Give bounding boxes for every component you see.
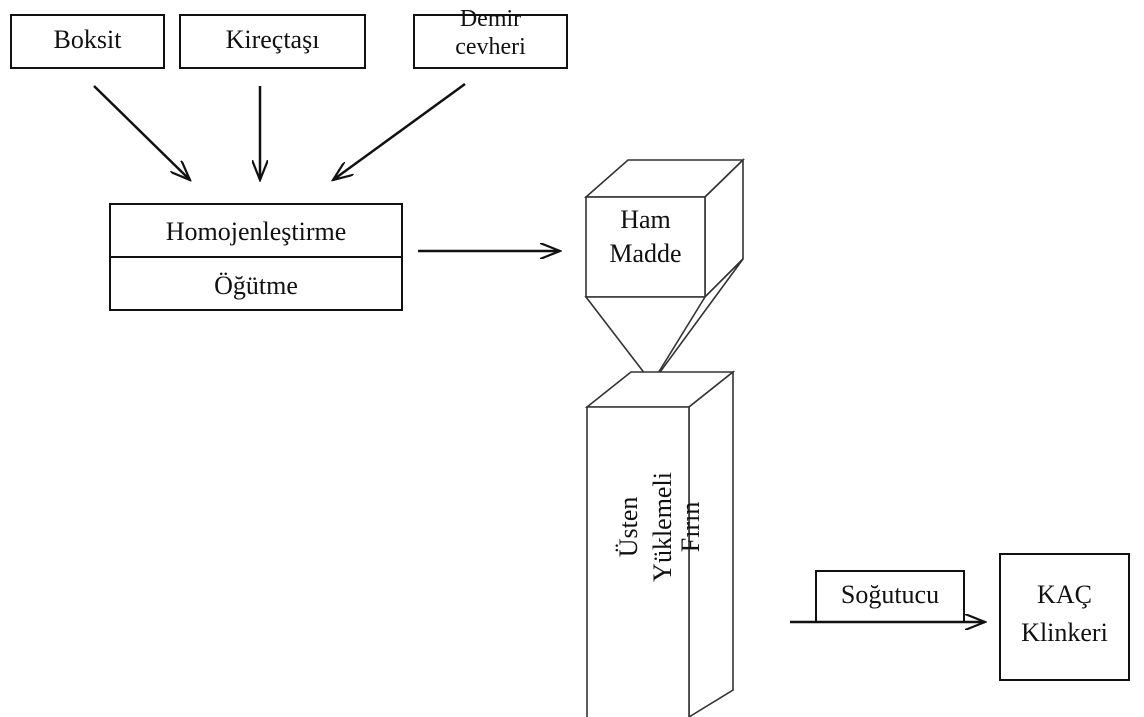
boksit-label: Boksit [53,25,122,54]
kirectasi-box [179,14,366,69]
hopper-label-2: Madde [609,239,682,268]
boksit-box [10,14,165,69]
ogutme-label: Öğütme [214,271,298,300]
kac-klinkeri-label-2: Klinkeri [1021,618,1108,647]
kiln-label-2: Yüklemeli [648,472,678,582]
hopper [583,158,745,385]
kiln-label-3: Fırın [676,501,706,553]
kirectasi-label: Kireçtaşı [225,25,320,54]
hopper-label-1: Ham [620,205,671,234]
boksit-arrow [93,85,190,180]
demir-cevheri-label-2: cevheri [455,34,526,60]
hopper-front-face [585,196,706,298]
kac-klinkeri-label-1: KAÇ [1037,580,1092,609]
kac-klinkeri-box [999,553,1130,681]
kiln-front-face [586,406,690,717]
demir-cevheri-arrow [333,82,466,180]
kiln-label: Üsten Yüklemeli Fırın [596,440,705,620]
homojenlestirme-label: Homojenleştirme [165,217,347,246]
sogutucu-label: Soğutucu [840,580,940,609]
kiln-label-1: Üsten [614,496,644,558]
demir-cevheri-box [413,14,568,69]
hopper-funnel [584,258,744,385]
demir-cevheri-label-1: Demir [459,6,522,32]
kiln [584,370,736,717]
